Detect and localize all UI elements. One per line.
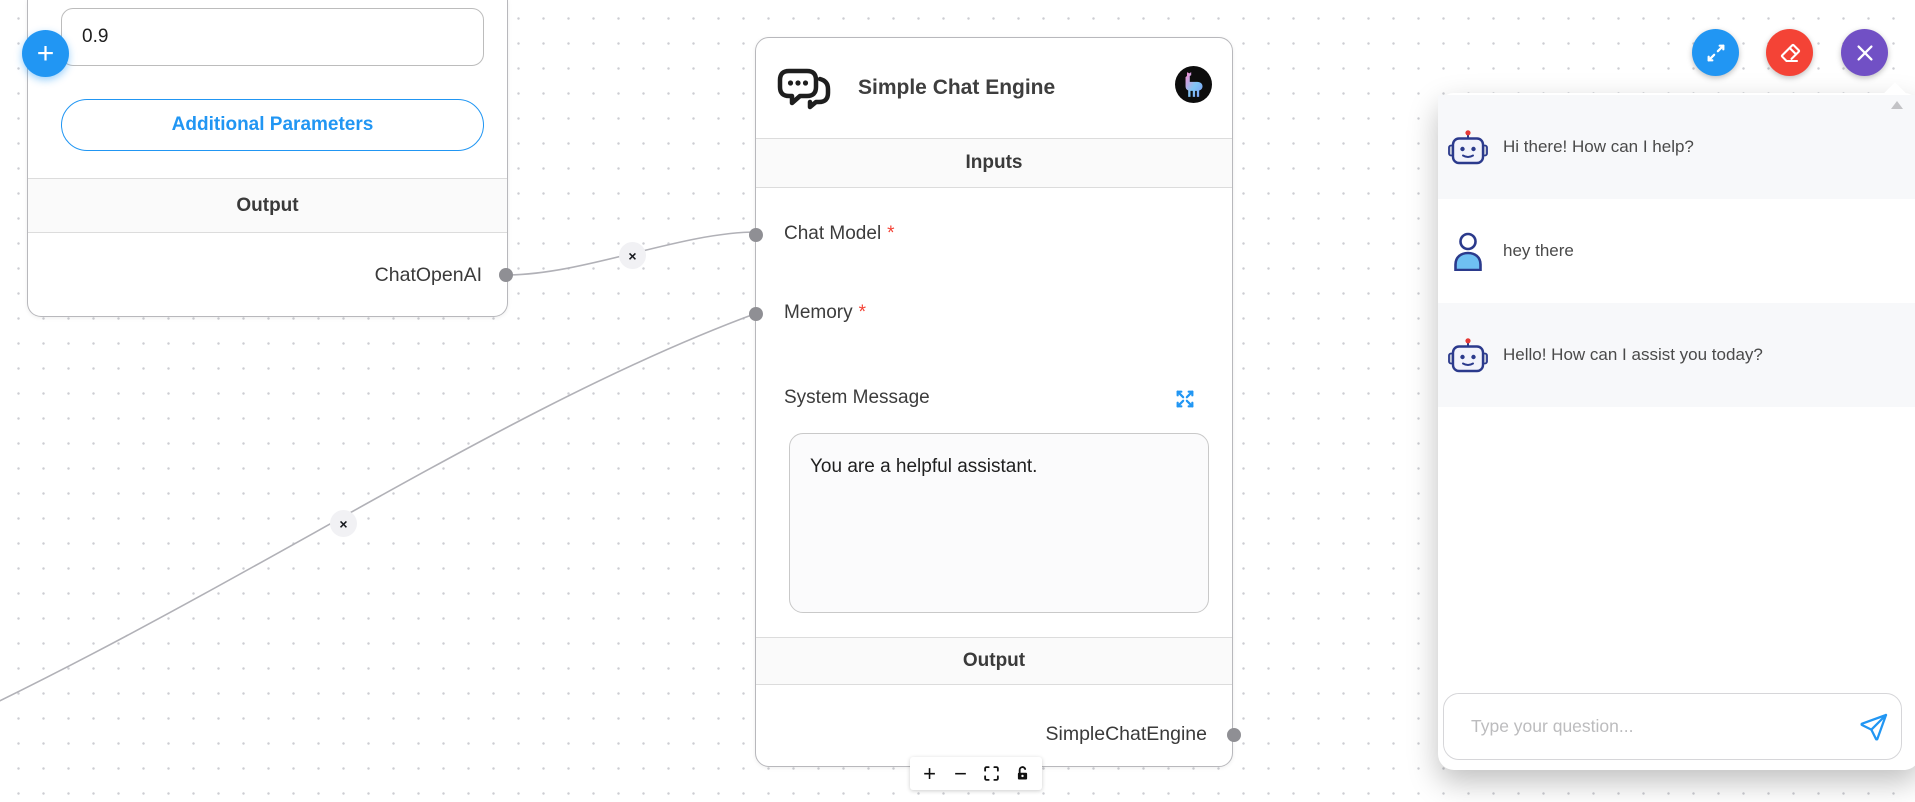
edge-delete-button[interactable]: × [619, 242, 646, 269]
required-mark: * [887, 223, 895, 244]
llamaindex-badge [1175, 66, 1212, 103]
lock-toggle-button[interactable] [1009, 760, 1037, 788]
required-mark: * [858, 302, 867, 323]
chat-question-input[interactable] [1444, 694, 1844, 759]
bot-avatar-icon [1448, 129, 1488, 166]
scrollbar-up-arrow[interactable] [1891, 101, 1903, 109]
system-message-label: System Message [784, 387, 930, 408]
inputs-section-header: Inputs [756, 138, 1232, 188]
llama-icon [1185, 72, 1203, 97]
canvas-controls-toolbar: + − [910, 757, 1042, 790]
unlock-icon [1017, 766, 1028, 780]
eraser-icon [1780, 43, 1800, 62]
send-icon [1860, 713, 1888, 741]
input-label-memory: Memory* [784, 302, 867, 323]
chat-input-container [1443, 693, 1902, 760]
output-section-header: Output [756, 637, 1232, 685]
chat-bubbles-icon [777, 68, 831, 110]
simplechatengine-output-handle[interactable] [1227, 728, 1241, 742]
chat-message-row: Hello! How can I assist you today? [1438, 303, 1915, 407]
chatopenai-output-label: ChatOpenAI [374, 264, 482, 286]
clear-chat-button[interactable] [1766, 29, 1813, 76]
message-text: hey there [1503, 241, 1574, 260]
additional-parameters-button[interactable]: Additional Parameters [61, 99, 484, 151]
send-message-button[interactable] [1856, 710, 1892, 746]
memory-input-handle[interactable] [749, 307, 763, 321]
zoom-in-button[interactable]: + [916, 760, 944, 788]
expand-arrows-icon [1707, 44, 1724, 61]
user-avatar-icon [1448, 231, 1488, 271]
bot-avatar-icon [1448, 337, 1488, 374]
edge-memory-connection [0, 312, 758, 702]
system-message-textarea[interactable]: You are a helpful assistant. [789, 433, 1209, 613]
simple-chat-engine-node[interactable]: Simple Chat Engine Inputs Chat Model* Me… [749, 37, 1241, 767]
node-header: Simple Chat Engine [756, 38, 1232, 138]
close-chat-button[interactable] [1841, 29, 1888, 76]
fit-view-button[interactable] [978, 760, 1006, 788]
fit-view-icon [984, 766, 999, 781]
expand-textarea-icon[interactable] [1174, 388, 1196, 410]
chat-message-row: Hi there! How can I help? [1438, 95, 1915, 199]
chat-message-row: hey there [1438, 199, 1915, 303]
simplechatengine-output-label: SimpleChatEngine [1045, 723, 1207, 745]
message-text: Hi there! How can I help? [1503, 137, 1694, 156]
chatopenai-node[interactable]: 0.9 Additional Parameters Output ChatOpe… [27, 0, 513, 317]
chatopenai-output-handle[interactable] [499, 268, 513, 282]
chat-model-input-handle[interactable] [749, 228, 763, 242]
chat-popup-panel: Hi there! How can I help? hey there [1438, 82, 1915, 770]
close-icon [1856, 44, 1873, 61]
message-text: Hello! How can I assist you today? [1503, 345, 1763, 364]
edge-delete-button[interactable]: × [330, 510, 357, 537]
input-label-chat-model: Chat Model* [784, 223, 895, 244]
add-node-button[interactable]: + [22, 30, 69, 77]
zoom-out-button[interactable]: − [947, 760, 975, 788]
expand-chat-button[interactable] [1692, 29, 1739, 76]
node-title: Simple Chat Engine [858, 76, 1056, 99]
output-section-header: Output [28, 178, 507, 233]
temperature-input[interactable]: 0.9 [61, 8, 484, 66]
